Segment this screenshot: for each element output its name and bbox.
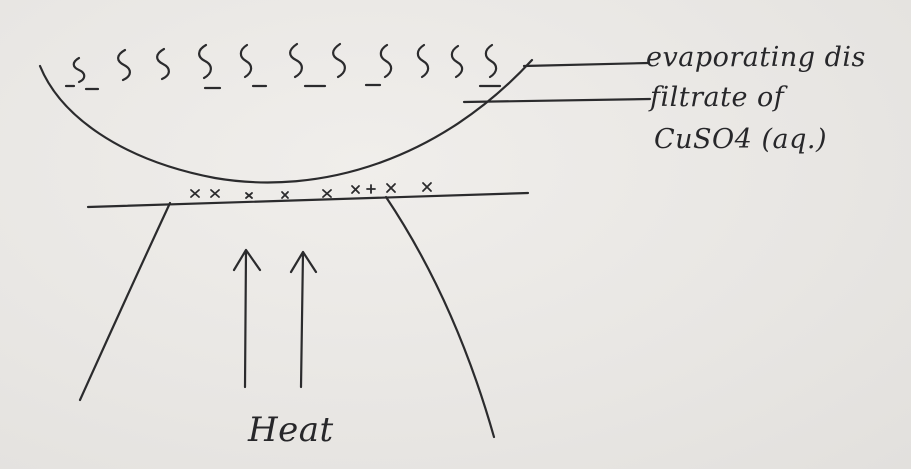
crystal-x bbox=[245, 192, 253, 199]
crystal-marks bbox=[190, 182, 432, 199]
heat-label: Heat bbox=[248, 410, 334, 450]
vapour-squiggle bbox=[289, 42, 303, 79]
vapour-squiggle bbox=[72, 56, 86, 84]
crystal-x bbox=[190, 189, 200, 198]
vapour-squiggle bbox=[239, 43, 253, 79]
vapour-squiggle bbox=[117, 48, 131, 82]
vapour-squiggle bbox=[450, 44, 464, 79]
crystal-x bbox=[351, 185, 360, 194]
solution-surface bbox=[64, 83, 502, 91]
pointer-line-filtrate bbox=[462, 97, 652, 104]
heat-arrows bbox=[232, 248, 318, 389]
crystal-x bbox=[210, 189, 220, 198]
vapour-squiggle bbox=[379, 43, 393, 79]
tripod-top bbox=[86, 191, 530, 209]
label-evaporating-dish: evaporating dis bbox=[646, 42, 866, 73]
crystal-x bbox=[386, 183, 396, 193]
tripod-leg-right bbox=[384, 195, 496, 439]
vapour-squiggle bbox=[484, 43, 498, 79]
evaporating-dish bbox=[38, 58, 534, 184]
heat-arrow bbox=[232, 248, 262, 389]
vapour-squiggle bbox=[416, 43, 430, 79]
crystal-plus bbox=[366, 184, 376, 194]
label-copper-sulfate: CuSO4 (aq.) bbox=[654, 124, 827, 155]
vapour-squiggle bbox=[156, 47, 170, 81]
crystal-x bbox=[322, 189, 332, 198]
tripod-leg-left bbox=[78, 201, 172, 402]
pointer-line-dish bbox=[522, 61, 650, 68]
crystal-x bbox=[281, 191, 289, 199]
crystal-x bbox=[422, 182, 432, 192]
label-filtrate: filtrate of bbox=[650, 82, 785, 113]
evaporation-squiggles bbox=[72, 42, 498, 84]
vapour-squiggle bbox=[198, 43, 212, 80]
vapour-squiggle bbox=[332, 42, 346, 79]
heat-arrow bbox=[289, 250, 318, 389]
